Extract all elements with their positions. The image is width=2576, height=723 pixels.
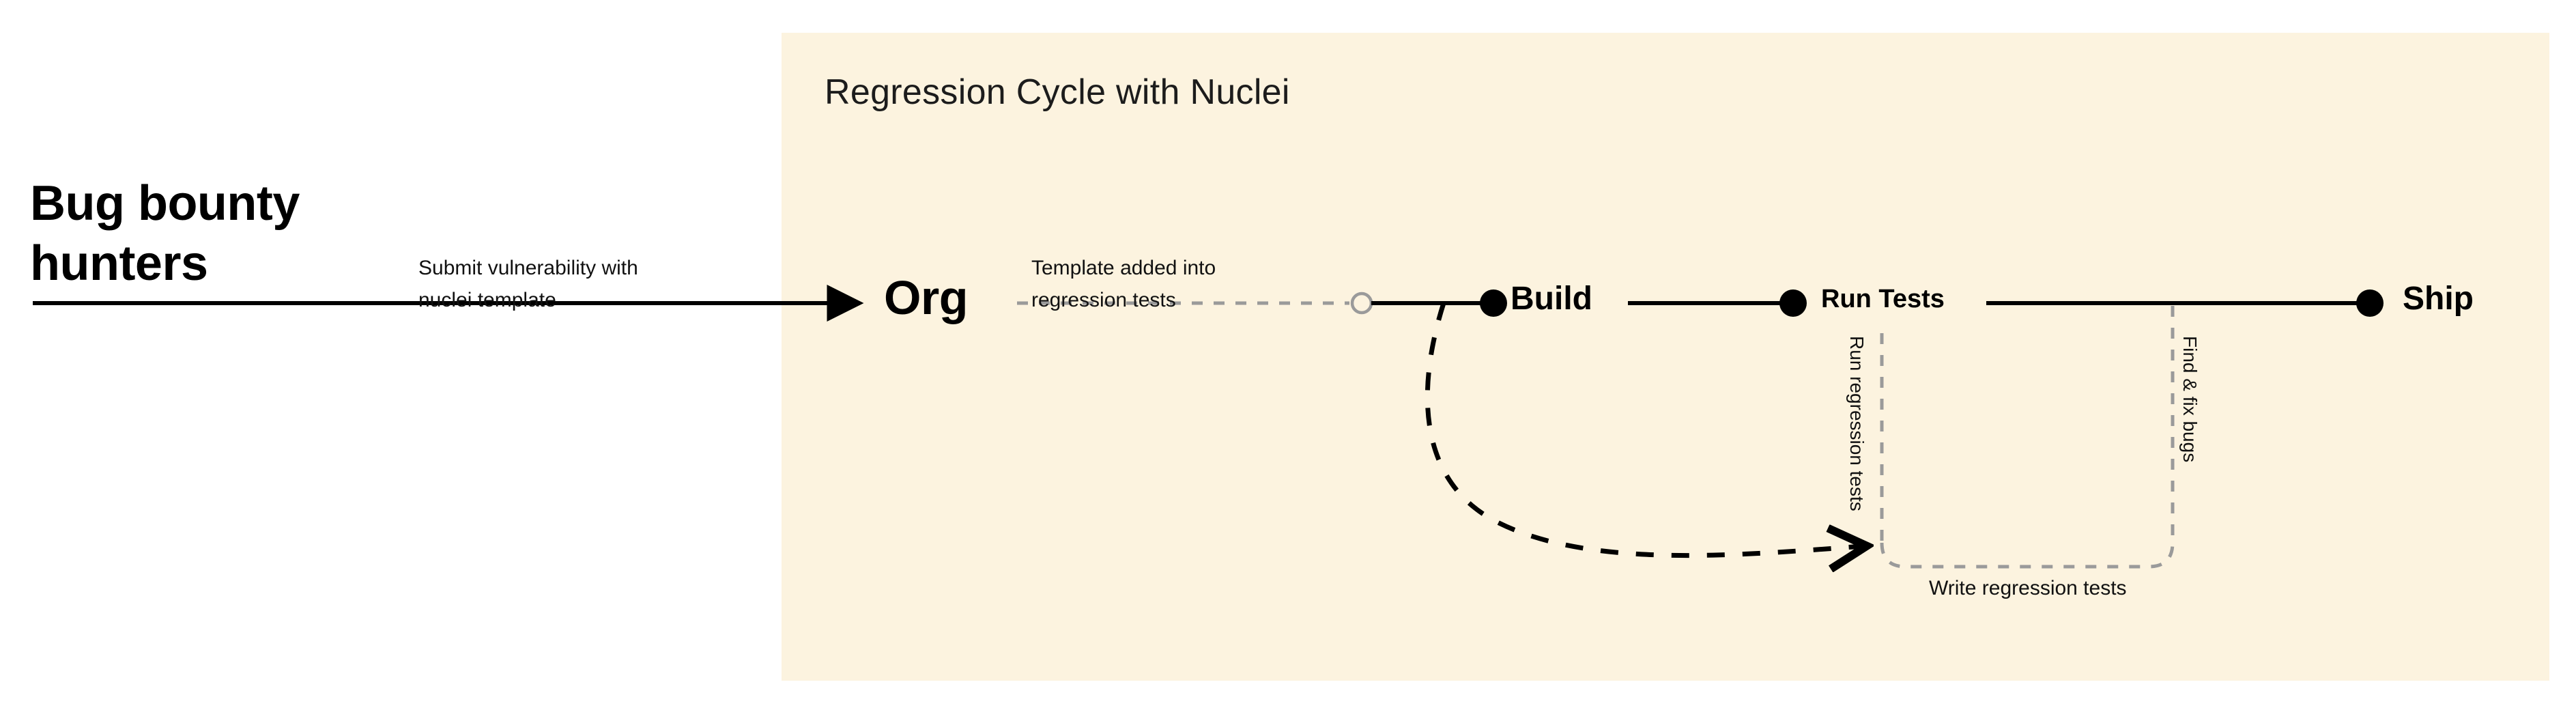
submit-vulnerability-label-line-2: nuclei template xyxy=(418,288,556,311)
actor-line-2: hunters xyxy=(30,236,208,291)
template-added-label-line-2: regression tests xyxy=(1031,288,1176,311)
run-regression-tests-dashed-curve xyxy=(1425,302,1863,556)
template-added-label-line-1: Template added into xyxy=(1031,257,1216,279)
find-and-fix-bugs-vertical-label: Find & fix bugs xyxy=(2179,336,2201,463)
run-regression-tests-vertical-label: Run regression tests xyxy=(1846,336,1867,511)
bug-bounty-hunters-label: Bug bounty hunters xyxy=(30,174,399,294)
submit-vulnerability-label: Submit vulnerability with nuclei templat… xyxy=(418,253,773,316)
actor-line-1: Bug bounty xyxy=(30,176,300,231)
regression-cycle-panel xyxy=(782,33,2549,681)
page-title: Regression Cycle with Nuclei xyxy=(825,72,1290,112)
node-label-build: Build xyxy=(1511,281,1592,317)
build-node-dot xyxy=(1480,289,1507,317)
write-regression-tests-caption: Write regression tests xyxy=(1929,577,2127,599)
node-label-org: Org xyxy=(884,271,968,324)
bracket-bottom-rounded xyxy=(1880,542,2175,569)
template-added-label: Template added into regression tests xyxy=(1031,253,1345,316)
node-label-run-tests: Run Tests xyxy=(1821,285,1945,313)
ship-node-dot xyxy=(2356,289,2384,317)
submit-vulnerability-label-line-1: Submit vulnerability with xyxy=(418,257,638,279)
node-label-ship: Ship xyxy=(2403,281,2474,317)
run-tests-node-dot xyxy=(1779,289,1807,317)
pipeline-start-circle-marker xyxy=(1350,292,1373,315)
